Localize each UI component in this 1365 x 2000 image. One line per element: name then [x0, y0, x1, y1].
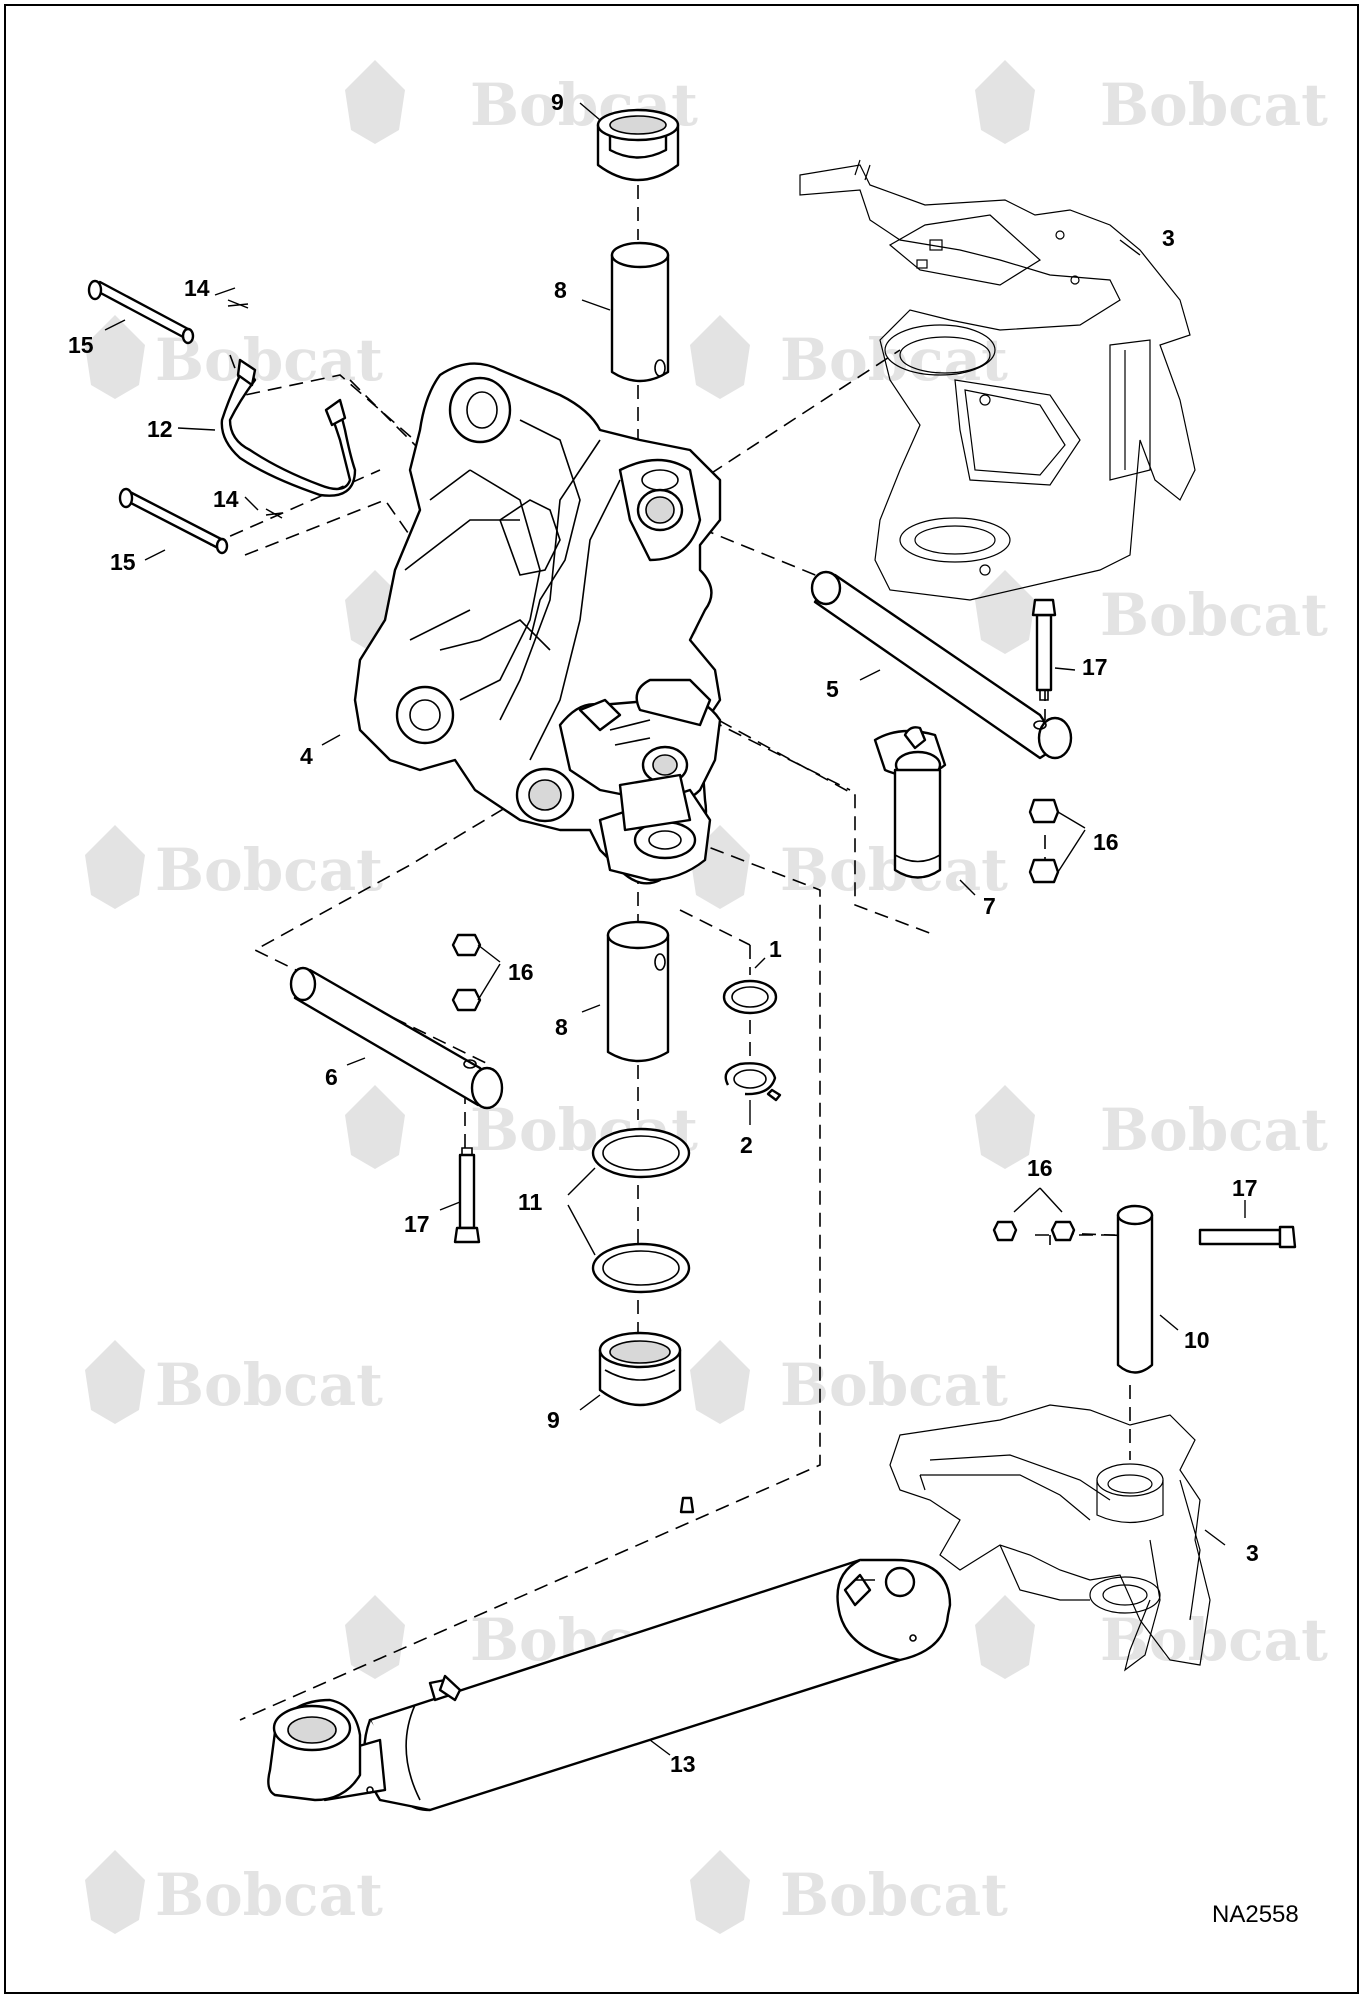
watermark: Bobcat — [690, 315, 1008, 399]
callout-8-top: 8 — [554, 277, 567, 303]
callout-6: 6 — [325, 1064, 338, 1090]
bobcat-logo-icon — [690, 1340, 750, 1424]
bobcat-logo-icon — [85, 1850, 145, 1934]
callout-13: 13 — [670, 1751, 696, 1777]
bobcat-logo-icon — [85, 315, 145, 399]
bobcat-logo-icon — [975, 1085, 1035, 1169]
bobcat-logo-icon — [85, 825, 145, 909]
bobcat-logo-icon — [975, 1595, 1035, 1679]
part-4-swing-frame — [353, 362, 722, 885]
svg-text:Bobcat: Bobcat — [1100, 581, 1328, 649]
part-9-bushing-top — [596, 108, 680, 182]
svg-text:Bobcat: Bobcat — [155, 836, 383, 904]
bobcat-logo-icon — [345, 1085, 405, 1169]
part-16-nuts-left — [451, 933, 482, 1012]
watermark: Bobcat — [975, 1595, 1328, 1679]
part-8-pin-top — [610, 241, 670, 383]
svg-text:Bobcat: Bobcat — [1100, 1096, 1328, 1164]
watermark: Bobcat — [85, 1850, 383, 1934]
svg-text:Bobcat: Bobcat — [155, 1861, 383, 1929]
assembly-lines — [209, 185, 1136, 1721]
bobcat-logo-icon — [975, 570, 1035, 654]
callout-2: 2 — [740, 1132, 753, 1158]
bobcat-logo-icon — [975, 60, 1035, 144]
part-1-snap-ring — [722, 979, 778, 1015]
callout-16-lower-right: 16 — [1027, 1155, 1053, 1181]
leader-lines — [104, 102, 1246, 1756]
part-17-bolt-left — [453, 1147, 481, 1244]
part-7-retainer-pin — [873, 726, 947, 879]
watermark: Bobcat — [85, 1340, 383, 1424]
watermark: Bobcat — [690, 1850, 1008, 1934]
part-12-strap — [220, 358, 357, 497]
callout-3-bottom: 3 — [1246, 1540, 1259, 1566]
callout-1: 1 — [769, 936, 782, 962]
part-3-frame-bottom — [889, 1404, 1211, 1672]
callout-14-top: 14 — [184, 275, 210, 301]
svg-text:Bobcat: Bobcat — [780, 1351, 1008, 1419]
watermark: Bobcat — [975, 1085, 1328, 1169]
part-15-pin-bottom — [118, 487, 229, 555]
svg-text:Bobcat: Bobcat — [1100, 1606, 1328, 1674]
part-6-pin — [289, 966, 504, 1110]
callout-17-right: 17 — [1082, 654, 1108, 680]
callout-16-right: 16 — [1093, 829, 1119, 855]
bobcat-logo-icon — [345, 60, 405, 144]
part-8-pin-bottom — [606, 920, 670, 1063]
svg-text:Bobcat: Bobcat — [1100, 71, 1328, 139]
part-15-pin-top — [87, 279, 195, 345]
callout-9-bottom: 9 — [547, 1407, 560, 1433]
part-3-frame-top — [799, 159, 1196, 601]
svg-text:Bobcat: Bobcat — [155, 1351, 383, 1419]
part-16-nuts-right — [1028, 798, 1060, 884]
part-11-shims — [591, 1127, 691, 1294]
figure-id: NA2558 — [1212, 1901, 1299, 1928]
callout-9-top: 9 — [551, 89, 564, 115]
bobcat-logo-icon — [690, 315, 750, 399]
watermark: Bobcat — [85, 825, 383, 909]
bobcat-logo-icon — [85, 1340, 145, 1424]
part-14-cotter-top — [227, 299, 249, 309]
callout-4: 4 — [300, 743, 313, 769]
callout-15-top: 15 — [68, 332, 94, 358]
callout-14-bottom: 14 — [213, 486, 239, 512]
watermark: Bobcat — [975, 60, 1328, 144]
callout-7: 7 — [983, 893, 996, 919]
callout-labels: 9 8 3 14 15 12 14 15 4 5 17 16 7 1 8 16 … — [68, 89, 1259, 1777]
svg-text:Bobcat: Bobcat — [780, 1861, 1008, 1929]
watermark: Bobcat — [690, 825, 1008, 909]
watermark: Bobcat — [690, 1340, 1008, 1424]
callout-5: 5 — [826, 676, 839, 702]
callout-12: 12 — [147, 416, 173, 442]
part-2-snap-ring — [724, 1062, 782, 1102]
part-14-cotter-bottom — [265, 508, 283, 519]
callout-11: 11 — [518, 1189, 543, 1215]
callout-3-top: 3 — [1162, 225, 1175, 251]
callout-10: 10 — [1184, 1327, 1210, 1353]
callout-17-lower-right: 17 — [1232, 1175, 1258, 1201]
callout-17-left: 17 — [404, 1211, 430, 1237]
bobcat-logo-icon — [690, 1850, 750, 1934]
part-13-cylinder — [267, 1496, 952, 1812]
part-16-nuts-lower-right — [992, 1220, 1076, 1242]
bobcat-logo-icon — [345, 1595, 405, 1679]
diagram-frame — [4, 4, 1359, 1994]
part-17-bolt-right — [1031, 598, 1057, 701]
part-9-bushing-bottom — [598, 1331, 682, 1407]
watermark: Bobcat — [975, 570, 1328, 654]
callout-16-left: 16 — [508, 959, 534, 985]
callout-8-bottom: 8 — [555, 1014, 568, 1040]
part-5-pin — [810, 570, 1073, 760]
part-17-bolt-lower-right — [1198, 1225, 1297, 1249]
callout-15-bottom: 15 — [110, 549, 136, 575]
part-10-pin — [1116, 1204, 1154, 1374]
